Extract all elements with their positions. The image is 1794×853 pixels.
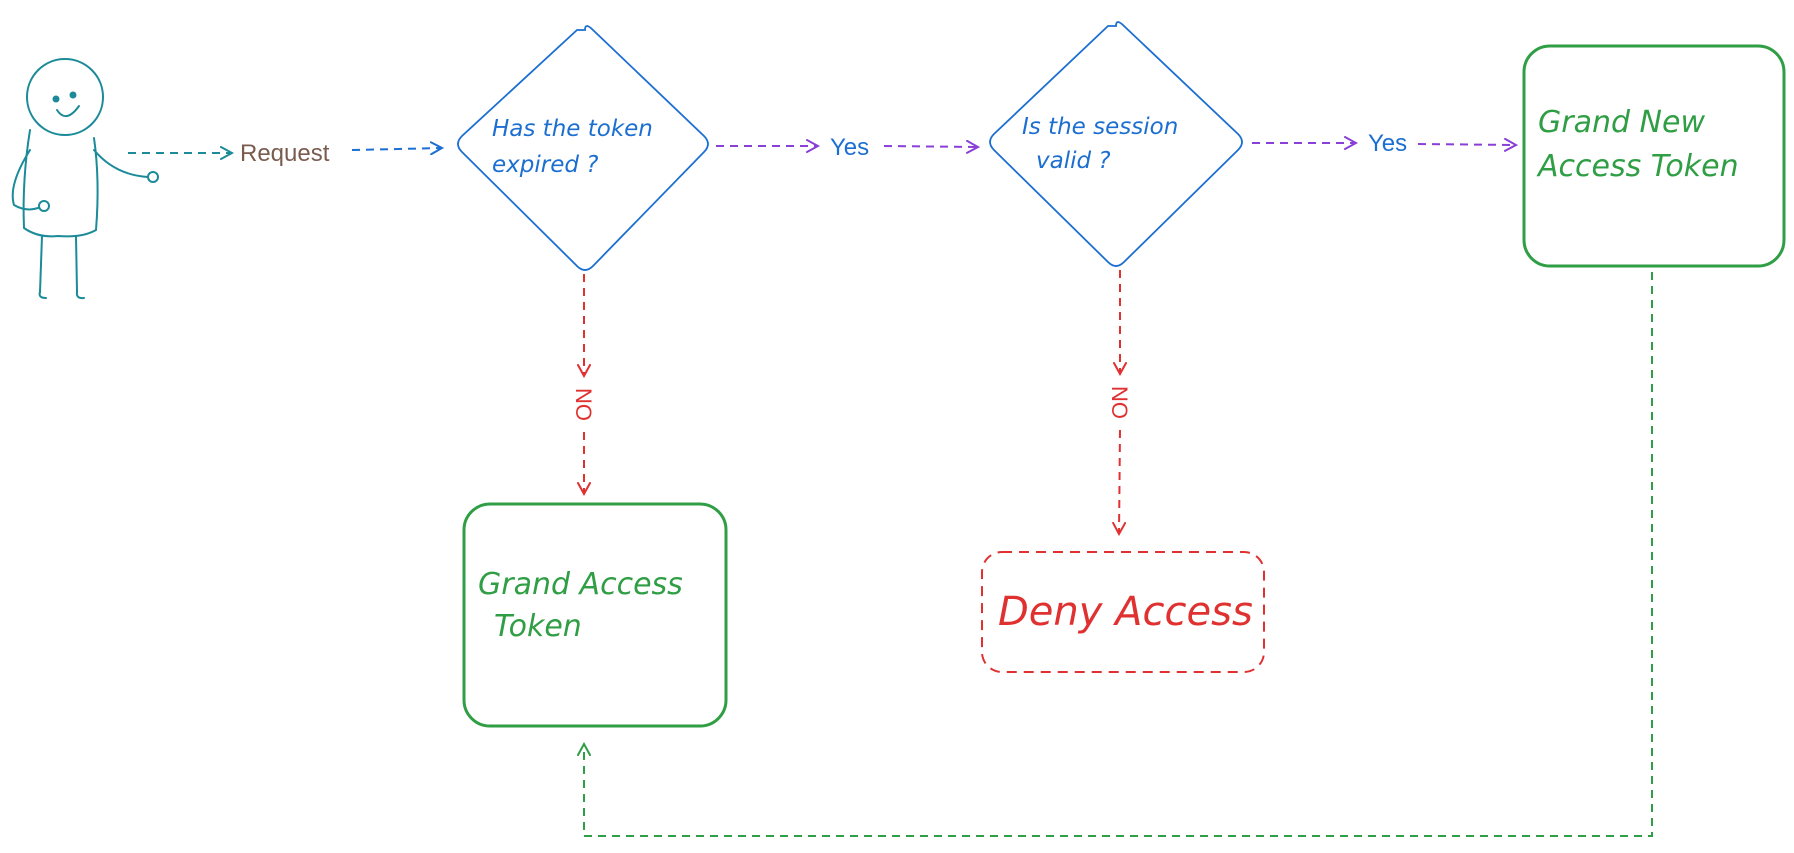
stick-figure-user-icon bbox=[11, 58, 159, 300]
figure-arm-left bbox=[11, 149, 39, 211]
figure-smile bbox=[56, 105, 80, 117]
box-grant-new-token-line2: Access Token bbox=[1536, 149, 1739, 184]
box-grant-token bbox=[462, 502, 728, 728]
decision-token-expired-line1: Has the token bbox=[492, 116, 653, 142]
decision-session-valid-line1: Is the session bbox=[1022, 114, 1178, 140]
yes-label-1: Yes bbox=[830, 134, 869, 161]
decision-session-valid-line2: valid ? bbox=[1036, 148, 1111, 174]
figure-head bbox=[26, 58, 104, 136]
box-grant-new-token bbox=[1522, 44, 1786, 268]
decision-token-expired bbox=[457, 25, 709, 271]
figure-foot-right bbox=[75, 291, 85, 300]
yes-arrow-1-right bbox=[883, 146, 978, 147]
figure-eye-left bbox=[52, 95, 60, 103]
yes-label-2: Yes bbox=[1368, 130, 1407, 157]
figure-arm-right bbox=[93, 149, 149, 178]
request-label: Request bbox=[240, 140, 330, 167]
figure-eye-right bbox=[69, 91, 77, 99]
box-deny-access-label: Deny Access bbox=[998, 589, 1253, 635]
box-grant-new-token-line1: Grand New bbox=[1538, 105, 1705, 140]
box-grant-token-line1: Grand Access bbox=[478, 567, 683, 602]
box-grant-token-line2: Token bbox=[494, 609, 582, 644]
figure-leg-left bbox=[39, 235, 43, 293]
return-arrow-new-token-to-grant bbox=[584, 272, 1653, 837]
yes-arrow-2-right bbox=[1417, 144, 1516, 145]
figure-body bbox=[22, 129, 99, 238]
figure-hand-left bbox=[38, 200, 50, 212]
figure-hand-right bbox=[147, 171, 159, 183]
decision-session-valid bbox=[989, 21, 1243, 267]
figure-foot-left bbox=[38, 291, 47, 299]
request-arrow-right bbox=[351, 148, 442, 150]
box-deny-access bbox=[981, 551, 1265, 673]
figure-leg-right bbox=[75, 235, 78, 293]
no-arrow-2-bottom bbox=[1119, 429, 1120, 534]
no-label-2: NO bbox=[1107, 386, 1132, 419]
no-label-1: NO bbox=[571, 388, 596, 421]
decision-token-expired-line2: expired ? bbox=[492, 152, 598, 178]
